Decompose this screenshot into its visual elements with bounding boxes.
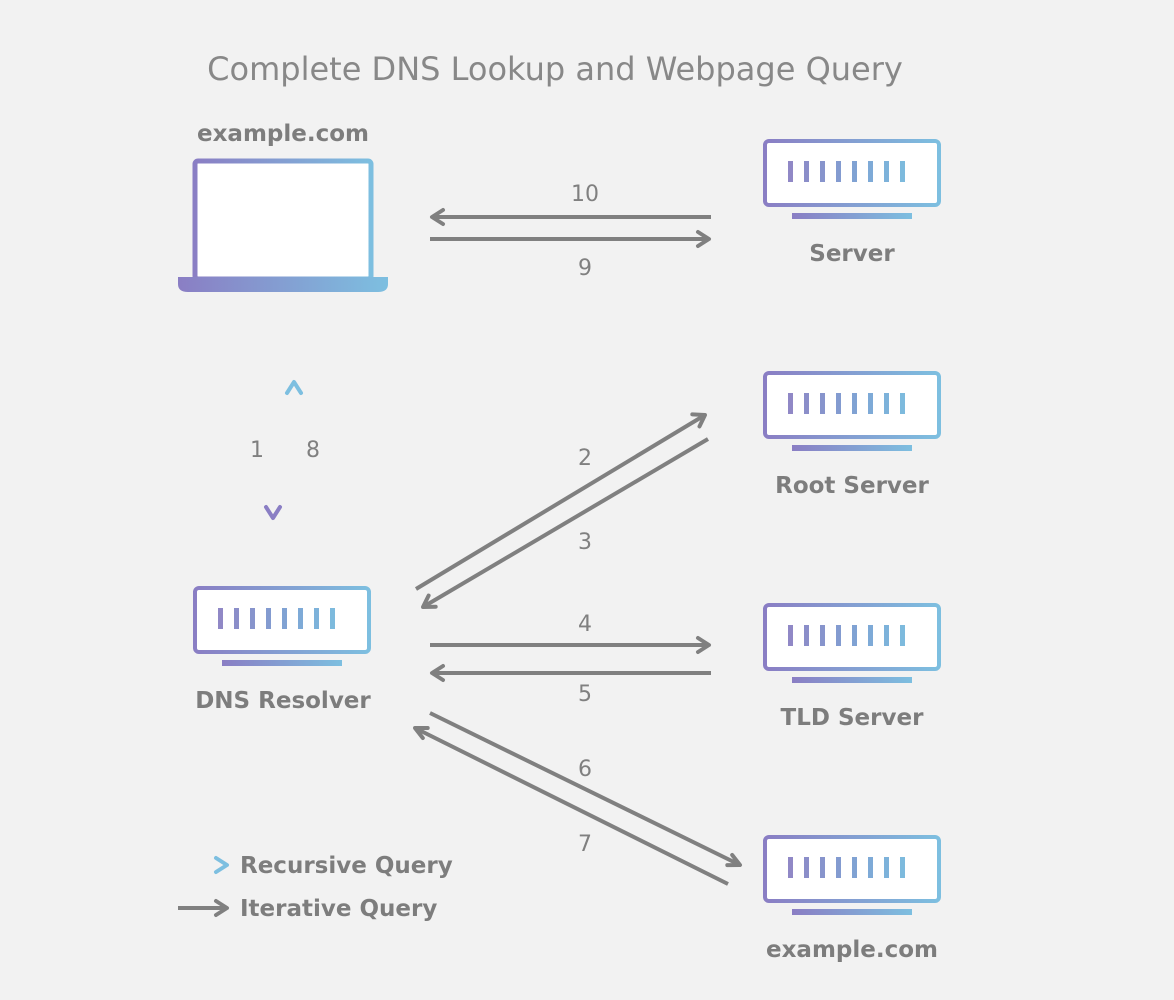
step-label-9: 9	[578, 256, 592, 281]
root-server-node: Root Server	[763, 371, 941, 499]
web-server-label: Server	[809, 241, 895, 267]
step-label-1: 1	[250, 438, 264, 463]
dns-resolver-node: DNS Resolver	[193, 586, 371, 714]
step-label-8: 8	[306, 438, 320, 463]
authoritative-server-label: example.com	[766, 937, 938, 963]
step-label-3: 3	[578, 530, 592, 555]
step-label-4: 4	[578, 612, 592, 637]
server-icon	[193, 586, 371, 668]
legend-recursive-arrow	[178, 856, 229, 874]
step-label-6: 6	[578, 757, 592, 782]
server-icon	[763, 603, 941, 685]
tld-server-node: TLD Server	[763, 603, 941, 731]
legend-iterative-arrow	[178, 899, 229, 917]
arrow-step-3	[421, 437, 710, 609]
authoritative-server-node: example.com	[763, 835, 941, 963]
arrow-step-10	[430, 208, 711, 226]
tld-server-label: TLD Server	[781, 705, 925, 731]
legend-recursive-label: Recursive Query	[240, 853, 453, 879]
arrow-step-1	[264, 378, 282, 520]
diagram-title: Complete DNS Lookup and Webpage Query	[207, 50, 903, 88]
client-label: example.com	[197, 121, 369, 147]
server-icon	[763, 835, 941, 917]
arrow-step-4	[430, 636, 711, 654]
client-node: example.com	[178, 121, 388, 292]
arrow-step-7	[413, 726, 729, 886]
legend: Recursive Query Iterative Query	[178, 853, 453, 922]
step-label-10: 10	[571, 182, 599, 207]
step-label-5: 5	[578, 682, 592, 707]
dns-resolver-label: DNS Resolver	[195, 688, 371, 714]
arrow-step-5	[430, 664, 711, 682]
arrow-step-9	[430, 230, 711, 248]
laptop-icon	[178, 158, 388, 292]
step-label-2: 2	[578, 446, 592, 471]
arrow-step-2	[414, 412, 707, 591]
root-server-label: Root Server	[775, 473, 929, 499]
web-server-node: Server	[763, 139, 941, 267]
server-icon	[763, 139, 941, 221]
legend-iterative-label: Iterative Query	[240, 896, 437, 922]
step-label-7: 7	[578, 832, 592, 857]
arrow-step-8	[285, 380, 303, 520]
arrow-step-6	[429, 711, 742, 868]
server-icon	[763, 371, 941, 453]
